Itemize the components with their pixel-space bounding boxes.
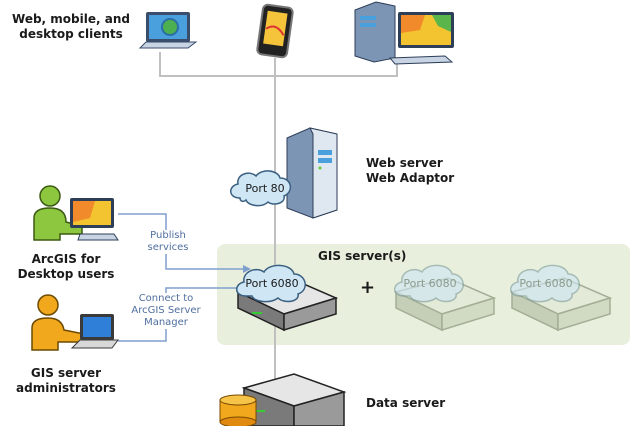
port-6080-cloud-additional-2-icon — [510, 264, 580, 303]
admins-label-line-2: administrators — [16, 381, 116, 395]
port-6080-cloud-additional-1-icon — [394, 264, 464, 303]
clients-label-line-2: desktop clients — [19, 27, 123, 41]
plus-sign: + — [360, 277, 376, 298]
connect-label-line-1: Connect to — [138, 293, 194, 304]
port-6080-primary-label: Port 6080 — [245, 277, 299, 290]
web-server-label: Web server Web Adaptor — [366, 156, 454, 186]
port-6080-cloud-primary-icon — [236, 264, 306, 303]
mobile-phone-icon — [256, 3, 294, 59]
port-6080-additional-2-label: Port 6080 — [519, 277, 573, 290]
gis-servers-label: GIS server(s) — [318, 249, 407, 263]
clients-label-line-1: Web, mobile, and — [12, 12, 130, 26]
database-cylinder-icon — [219, 394, 257, 426]
connect-manager-label: Connect to ArcGIS Server Manager — [124, 293, 208, 329]
client-connectors — [159, 52, 398, 392]
administrator-user-icon — [31, 294, 119, 351]
admins-label-line-1: GIS server — [30, 366, 102, 380]
laptop-icon — [138, 12, 198, 49]
port-80-cloud-icon — [230, 170, 292, 207]
data-server-label: Data server — [366, 396, 446, 410]
publish-label-line-1: Publish — [150, 230, 186, 241]
desktop-users-label-line-2: Desktop users — [17, 267, 115, 281]
port-6080-additional-1-label: Port 6080 — [403, 277, 457, 290]
publish-services-label: Publish services — [138, 230, 198, 254]
publish-label-line-2: services — [147, 242, 189, 253]
web-server-tower-icon — [286, 127, 338, 219]
desktop-user-icon — [33, 185, 119, 241]
publish-arrow-head — [243, 265, 251, 273]
clients-label: Web, mobile, and desktop clients — [6, 12, 136, 42]
web-server-label-line-2: Web Adaptor — [366, 171, 455, 185]
data-server-icon — [241, 373, 347, 426]
connect-label-line-3: Manager — [144, 317, 188, 328]
web-server-label-line-1: Web server — [366, 156, 443, 170]
port-80-label: Port 80 — [245, 182, 285, 195]
connect-label-line-2: ArcGIS Server — [131, 305, 201, 316]
admins-label: GIS server administrators — [10, 366, 122, 396]
desktop-computer-icon — [354, 1, 454, 65]
desktop-users-label-line-1: ArcGIS for — [31, 252, 101, 266]
desktop-users-label: ArcGIS for Desktop users — [10, 252, 122, 282]
